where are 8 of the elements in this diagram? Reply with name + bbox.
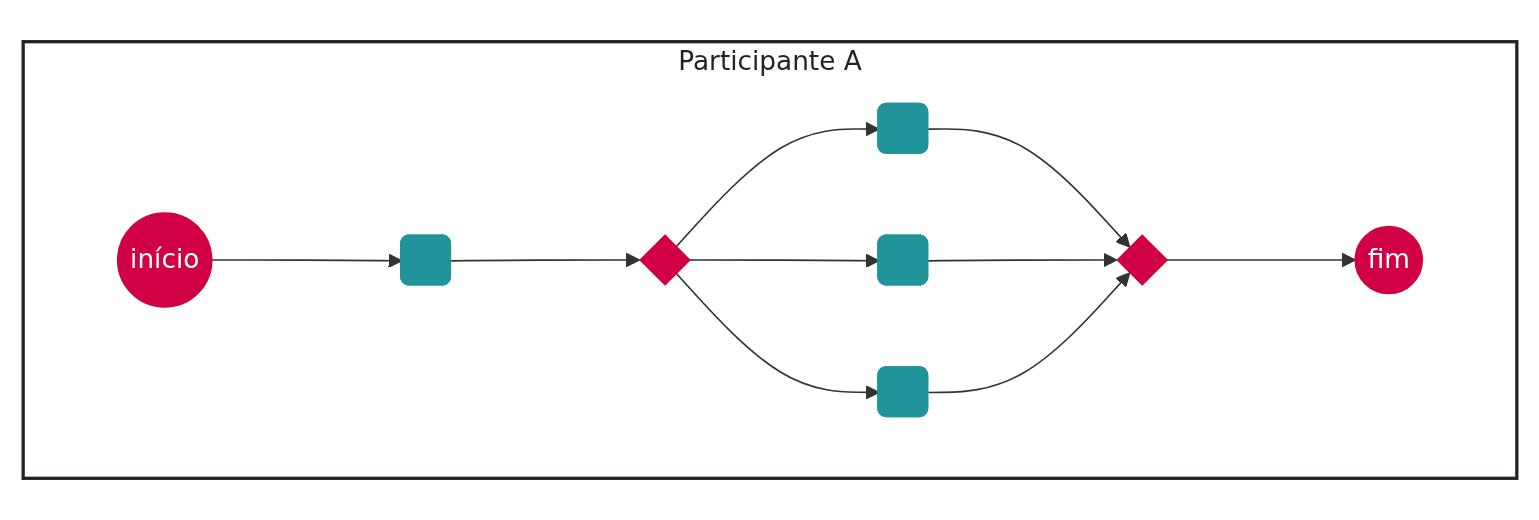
arrow [926, 272, 1130, 394]
node-diamond [638, 234, 691, 286]
arrow [926, 128, 1130, 248]
node-diamond [1115, 234, 1168, 286]
node-circle: fim [1353, 225, 1423, 295]
arrow [926, 252, 1117, 268]
node-circle: início [116, 212, 212, 308]
arrow [449, 252, 640, 268]
